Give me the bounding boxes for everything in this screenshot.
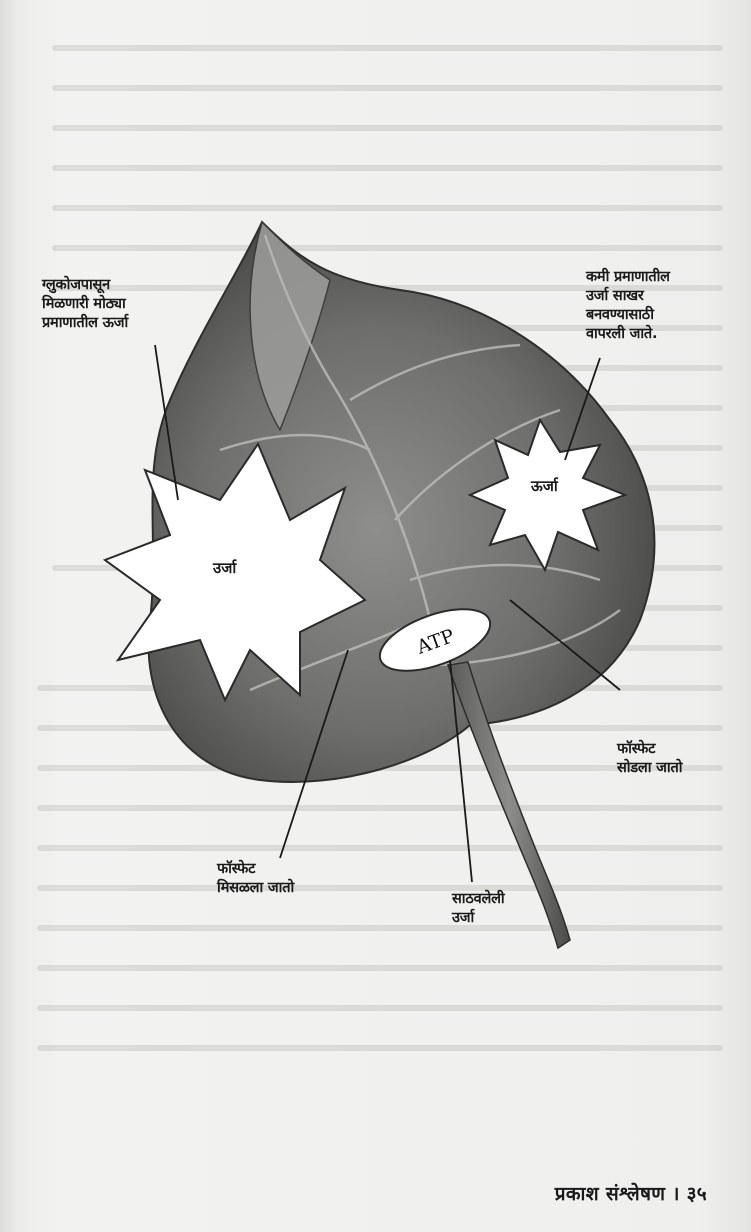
label-phosphate-released: फॉस्फेट सोडला जातो xyxy=(617,740,682,778)
page-footer: प्रकाश संश्लेषण । ३५ xyxy=(555,1180,707,1206)
label-sugar-energy: कमी प्रमाणातील उर्जा साखर बनवण्यासाठी वा… xyxy=(586,268,670,344)
label-glucose-energy: ग्लुकोजपासून मिळणारी मोठ्या प्रमाणातील ऊ… xyxy=(42,276,128,333)
left-star-label: उर्जा xyxy=(213,558,236,578)
label-stored-energy: साठवलेली उर्जा xyxy=(452,890,504,928)
label-phosphate-added: फॉस्फेट मिसळला जातो xyxy=(217,860,294,898)
right-star-label: ऊर्जा xyxy=(531,476,558,496)
